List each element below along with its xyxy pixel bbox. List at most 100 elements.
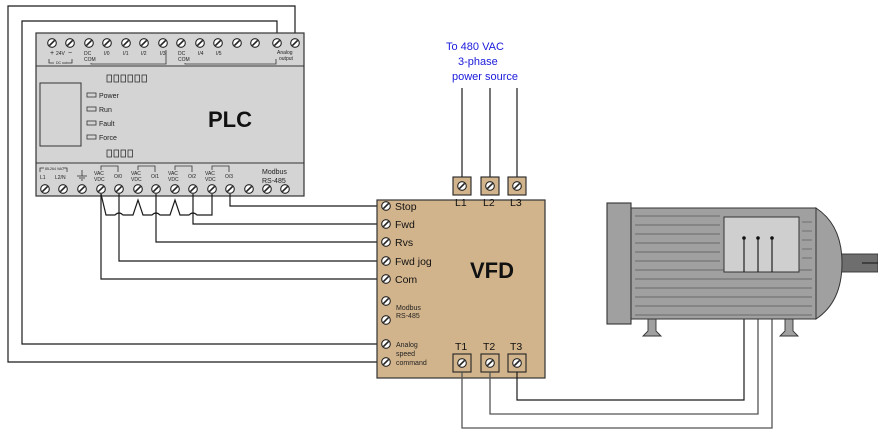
terminal-screw[interactable] bbox=[243, 183, 255, 195]
motor-foot bbox=[641, 318, 663, 337]
terminal-screw[interactable] bbox=[83, 37, 95, 49]
vfd-terminal-stop[interactable]: Stop bbox=[380, 200, 417, 213]
indicator-label: Force bbox=[99, 135, 117, 142]
analog-wire-inner bbox=[21, 20, 381, 345]
led-icon bbox=[86, 134, 97, 140]
vfd-terminal-fwd-jog[interactable]: Fwd jog bbox=[380, 255, 432, 268]
terminal-screw[interactable] bbox=[46, 37, 58, 49]
plc-indicator-run: Run bbox=[86, 106, 112, 114]
terminal-screw[interactable] bbox=[113, 183, 125, 195]
dc-label-2: DC bbox=[178, 51, 186, 57]
terminal-label: Stop bbox=[395, 201, 417, 213]
vac-label-2: VAC bbox=[168, 171, 178, 177]
vfd-title: VFD bbox=[470, 258, 514, 283]
i0-label: I/0 bbox=[104, 51, 110, 57]
motor-terminal[interactable] bbox=[742, 236, 746, 240]
vdc-label-1: VDC bbox=[131, 177, 142, 183]
terminal-screw[interactable] bbox=[206, 183, 218, 195]
vdc-label-2: VDC bbox=[168, 177, 179, 183]
terminal-screw[interactable] bbox=[212, 37, 224, 49]
vfd-terminal-l3[interactable]: L3 bbox=[507, 176, 527, 209]
dc-label-1: DC bbox=[84, 51, 92, 57]
terminal-screw[interactable] bbox=[64, 37, 76, 49]
stop-wire bbox=[229, 194, 381, 207]
analog-output-screw-1[interactable] bbox=[271, 37, 283, 49]
indicator-label: Power bbox=[99, 93, 120, 100]
ground-icon bbox=[77, 170, 87, 181]
vfd-terminal-t3[interactable]: T3 bbox=[507, 341, 527, 373]
plc-indicator-force: Force bbox=[86, 134, 117, 142]
terminal-screw[interactable] bbox=[187, 183, 199, 195]
vfd-terminal-t1[interactable]: T1 bbox=[452, 341, 472, 373]
plc: + 24V − DC out DC COM I/0 I/1 I/2 I/3 DC… bbox=[35, 32, 305, 197]
terminal-screw[interactable] bbox=[39, 183, 51, 195]
vfd-body bbox=[376, 199, 546, 379]
terminal-screw[interactable] bbox=[101, 37, 113, 49]
terminal-screw[interactable] bbox=[279, 183, 291, 195]
plc-bottom-leds bbox=[106, 149, 133, 158]
plc-title: PLC bbox=[208, 107, 252, 132]
rs485-label: RS-485 bbox=[262, 178, 286, 185]
terminal-screw[interactable] bbox=[194, 37, 206, 49]
power-source-line2: 3-phase bbox=[458, 56, 498, 68]
i4-label: I/4 bbox=[198, 51, 204, 57]
analog-output-screw-2[interactable] bbox=[289, 37, 301, 49]
fwd-wire bbox=[192, 194, 381, 225]
plc-top-leds bbox=[106, 74, 147, 83]
terminal-screw[interactable] bbox=[76, 183, 88, 195]
led-icon bbox=[86, 92, 97, 98]
vfd-terminal-fwd[interactable]: Fwd bbox=[380, 218, 415, 231]
motor-foot bbox=[778, 318, 800, 337]
plus-label: + bbox=[50, 50, 54, 57]
i2-label: I/2 bbox=[141, 51, 147, 57]
terminal-screw[interactable] bbox=[138, 37, 150, 49]
terminal-label: T3 bbox=[510, 341, 522, 353]
vac-label-0: VAC bbox=[94, 171, 104, 177]
plc-indicator-fault: Fault bbox=[86, 120, 115, 128]
modbus-label: Modbus bbox=[396, 305, 421, 312]
terminal-label: L1 bbox=[455, 197, 467, 209]
terminal-screw[interactable] bbox=[231, 37, 243, 49]
vfd-terminal-com[interactable]: Com bbox=[380, 273, 418, 286]
vfd-terminal-modbus[interactable]: Modbus RS-485 bbox=[380, 295, 422, 326]
terminal-screw[interactable] bbox=[224, 183, 236, 195]
indicator-label: Fault bbox=[99, 121, 115, 128]
motor-junction-box bbox=[723, 216, 800, 273]
plc-display-window bbox=[39, 82, 82, 147]
terminal-screw[interactable] bbox=[150, 183, 162, 195]
vfd-terminal-l2[interactable]: L2 bbox=[480, 176, 500, 209]
terminal-label: Fwd bbox=[395, 219, 415, 231]
ac-induction-motor: AC induction motor bbox=[606, 202, 878, 337]
t2-motor-wire bbox=[489, 238, 759, 415]
terminal-label: L2 bbox=[483, 197, 495, 209]
minus-label: − bbox=[68, 50, 72, 57]
rs485-label: RS-485 bbox=[396, 313, 420, 320]
terminal-screw[interactable] bbox=[169, 183, 181, 195]
terminal-screw[interactable] bbox=[261, 183, 273, 195]
vfd-terminal-rvs[interactable]: Rvs bbox=[380, 236, 413, 249]
plc-indicator-power: Power bbox=[86, 92, 120, 100]
analog-label-1: Analog bbox=[277, 50, 293, 56]
terminal-screw[interactable] bbox=[57, 183, 69, 195]
rvs-wire bbox=[155, 194, 381, 243]
terminal-screw[interactable] bbox=[175, 37, 187, 49]
terminal-label: T2 bbox=[483, 341, 495, 353]
vfd-terminal-analog[interactable]: Analog speed command bbox=[380, 338, 427, 368]
terminal-screw[interactable] bbox=[95, 183, 107, 195]
motor-terminal[interactable] bbox=[756, 236, 760, 240]
terminal-label: Com bbox=[395, 274, 417, 286]
com-label-2: COM bbox=[178, 57, 190, 63]
analog-label-2: speed bbox=[396, 351, 415, 358]
terminal-screw[interactable] bbox=[132, 183, 144, 195]
power-source-line3: power source bbox=[452, 71, 518, 83]
motor-terminal[interactable] bbox=[770, 236, 774, 240]
vfd-terminal-l1[interactable]: L1 bbox=[452, 176, 472, 209]
motor-end-bell bbox=[815, 207, 843, 320]
terminal-screw[interactable] bbox=[120, 37, 132, 49]
vac-label-3: VAC bbox=[205, 171, 215, 177]
terminal-screw[interactable] bbox=[157, 37, 169, 49]
l2n-label: L2/N bbox=[55, 175, 66, 181]
fwd-jog-wire bbox=[118, 194, 381, 262]
terminal-screw[interactable] bbox=[249, 37, 261, 49]
